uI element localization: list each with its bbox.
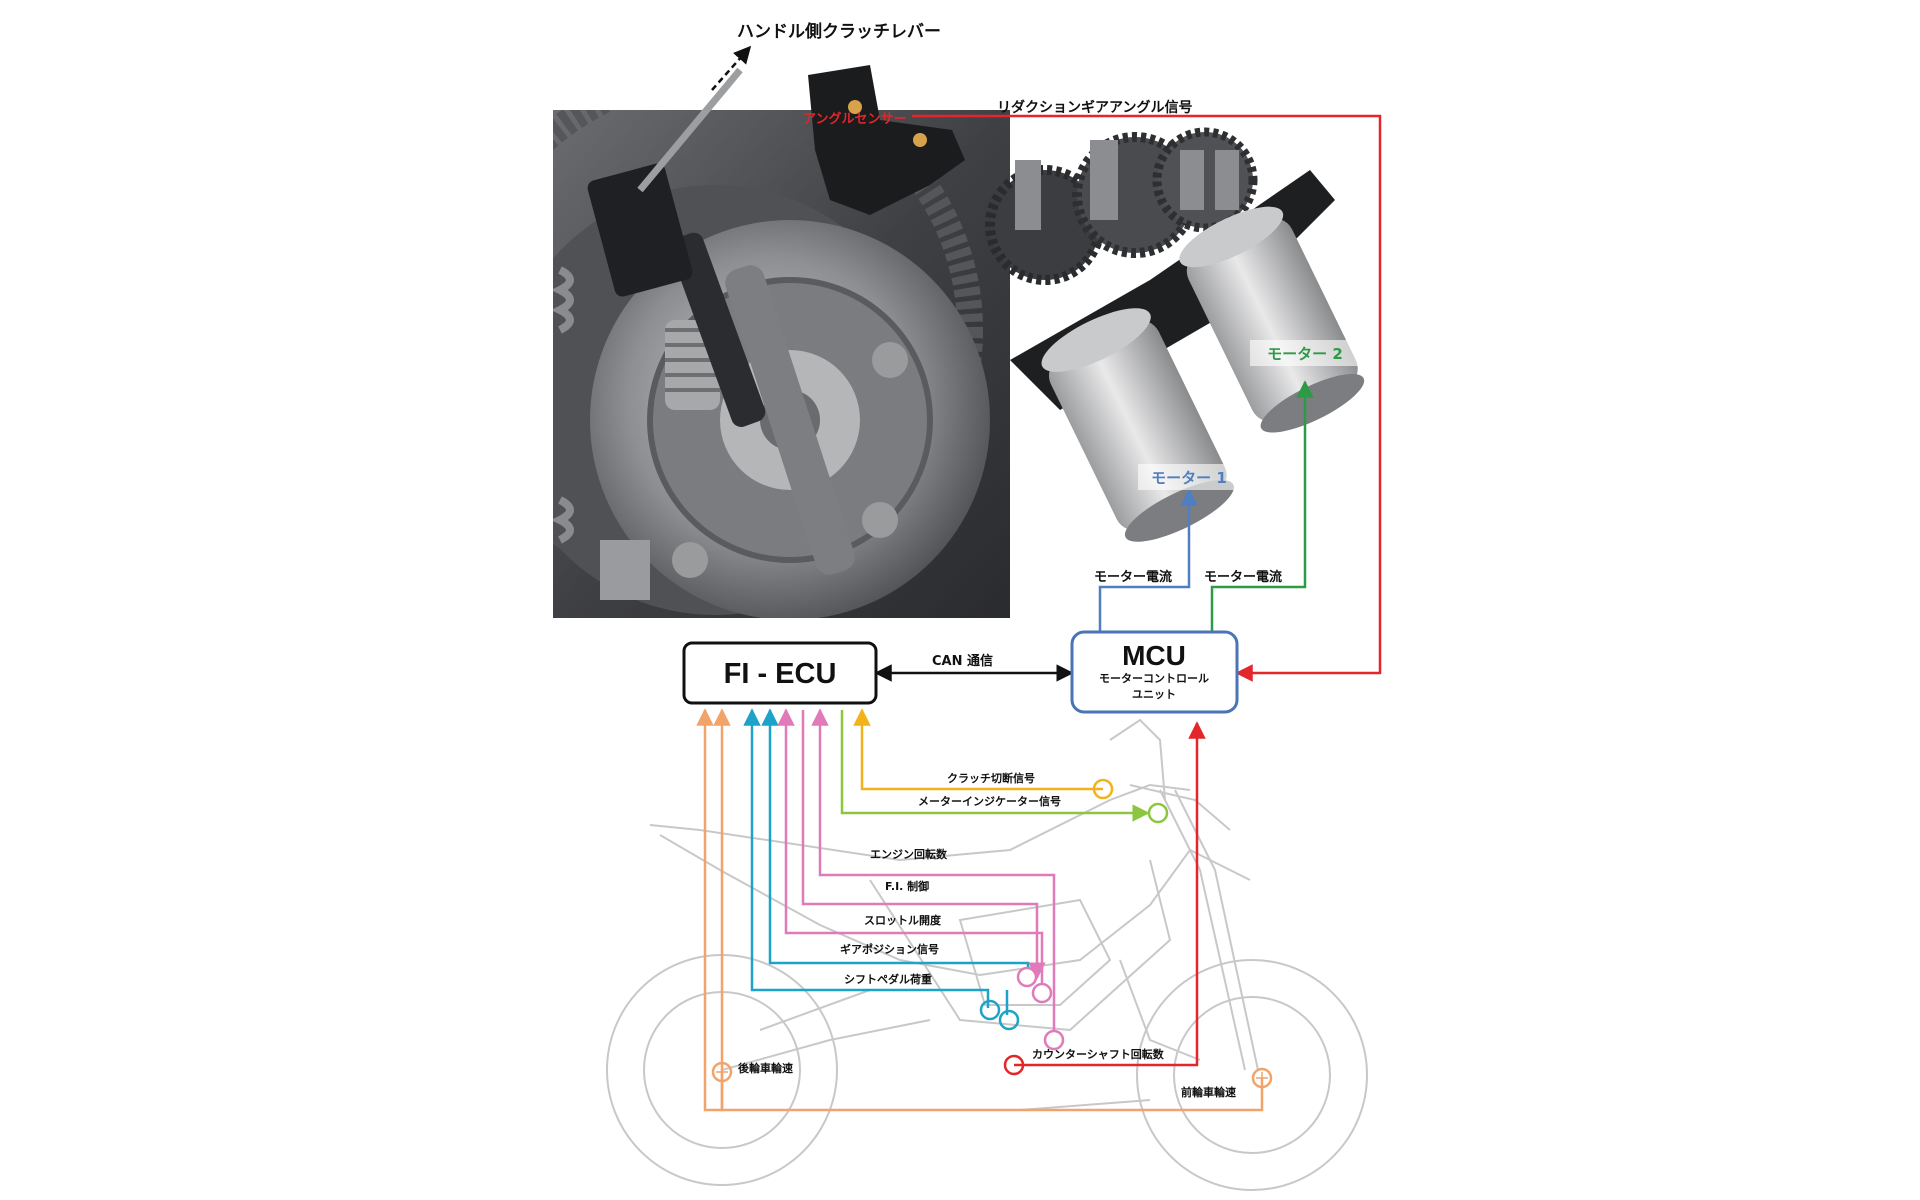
fi-ecu-box: FI - ECU: [682, 641, 878, 705]
throttle-line: [777, 708, 1044, 984]
can-label: CAN 通信: [932, 653, 993, 669]
throttle-label: スロットル開度: [864, 913, 942, 927]
rear-wheel-label: 後輪車輪速: [738, 1061, 793, 1075]
front-wheel-line: [713, 708, 1264, 1112]
counter-shaft-label: カウンターシャフト回転数: [1032, 1047, 1165, 1061]
clutch-mechanism-illustration: [553, 65, 1365, 618]
fi-control-label: F.I. 制御: [885, 879, 929, 893]
mcu-box: MCU モーターコントロール ユニット: [1070, 630, 1239, 714]
motor1-text: モーター 1: [1151, 469, 1227, 487]
front-wheel-label: 前輪車輪速: [1181, 1085, 1236, 1099]
motor1-current-line: [1098, 488, 1198, 632]
gear-position-marker: [979, 999, 1001, 1021]
gear-position-label: ギアポジション信号: [840, 942, 939, 956]
gear-position-line: [761, 708, 1030, 969]
meter-indicator-label: メーターインジケーター信号: [918, 794, 1061, 808]
motor1-label: モーター 1: [1138, 464, 1241, 490]
clutch-cut-line: [853, 708, 1103, 791]
angle-sensor-label: アングルセンサー: [803, 111, 906, 127]
throttle-marker: [1016, 966, 1038, 988]
injector-marker: [1031, 982, 1053, 1004]
shift-pedal-marker: [998, 1009, 1020, 1031]
engine-rpm-marker: [1043, 1029, 1065, 1051]
motor2-label: モーター 2: [1250, 340, 1360, 366]
mcu-title: MCU: [1122, 640, 1186, 671]
rear-wheel-sensor-marker: [711, 1061, 733, 1083]
handle-lever-label: ハンドル側クラッチレバー: [737, 21, 941, 42]
meter-marker: [1147, 802, 1169, 824]
motor1-current-label: モーター電流: [1094, 569, 1172, 585]
mcu-subtitle-1: モーターコントロール: [1099, 672, 1209, 685]
shift-pedal-label: シフトペダル荷重: [844, 972, 932, 986]
motor2-text: モーター 2: [1267, 345, 1343, 363]
counter-shaft-line: [1014, 721, 1206, 1067]
counter-shaft-marker: [1003, 1054, 1025, 1076]
fi-ecu-title: FI - ECU: [724, 658, 837, 690]
mcu-subtitle-2: ユニット: [1132, 688, 1176, 701]
reduction-signal-line: [912, 114, 1382, 682]
clutch-sensor-marker: [1092, 778, 1114, 800]
engine-rpm-line: [811, 708, 1056, 1032]
clutch-cut-label: クラッチ切断信号: [947, 771, 1035, 785]
engine-rpm-label: エンジン回転数: [870, 847, 948, 861]
reduction-signal-label: リダクションギアアングル信号: [997, 99, 1192, 116]
fi-control-line: [801, 710, 1046, 980]
meter-indicator-line: [840, 710, 1150, 822]
shift-pedal-line: [743, 708, 990, 1008]
front-wheel-sensor-marker: [1251, 1067, 1273, 1089]
rear-wheel-line: [696, 708, 724, 1112]
motor2-current-label: モーター電流: [1204, 569, 1282, 585]
motor2-current-line: [1210, 380, 1314, 632]
